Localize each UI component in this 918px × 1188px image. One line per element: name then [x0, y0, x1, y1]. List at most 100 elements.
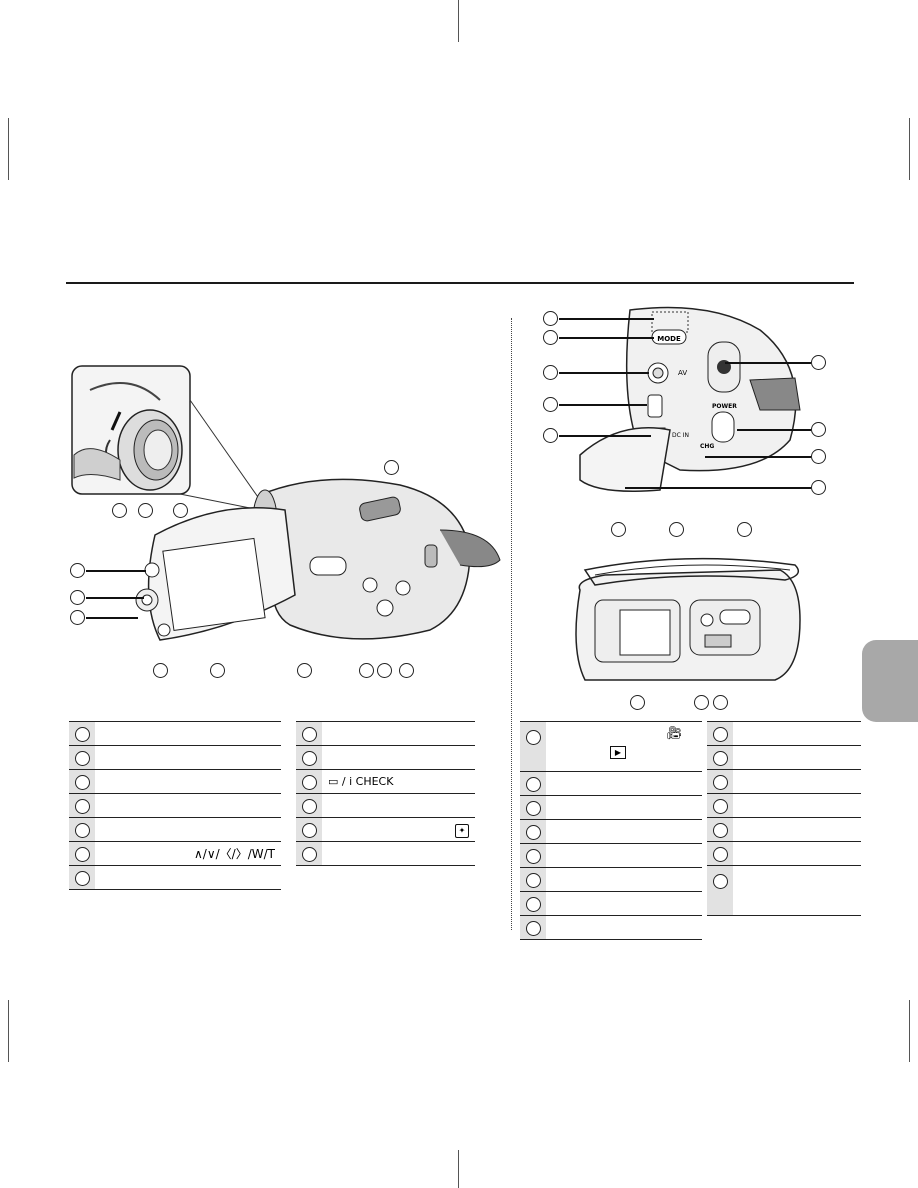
legend-row [520, 819, 702, 844]
number-circle [712, 775, 728, 790]
column-separator [511, 318, 512, 930]
svg-text:MODE: MODE [657, 335, 681, 343]
leader-side-18 [559, 435, 651, 437]
callout-side-21 [811, 449, 826, 464]
callout-13 [399, 663, 414, 678]
movie-icon: 🎥︎ [666, 725, 683, 741]
number-circle [301, 799, 317, 814]
callout-6 [70, 590, 85, 605]
callout-side-15 [543, 330, 558, 345]
number-circle [74, 775, 90, 790]
legend-text [733, 817, 861, 842]
legend-text [322, 841, 475, 866]
callout-side-20 [811, 422, 826, 437]
callout-11 [359, 663, 374, 678]
number-circle [74, 871, 90, 886]
legend-text [322, 721, 475, 746]
legend-text [546, 891, 702, 916]
legend-row [520, 795, 702, 820]
legend-table-right-a: 🎥︎ ▶ [520, 721, 702, 940]
crop-mark-top-left [8, 118, 9, 180]
display-check-glyph: ▭ / i CHECK [328, 775, 394, 788]
callout-bottom-28 [713, 695, 728, 710]
number-circle [712, 823, 728, 838]
callout-9 [210, 663, 225, 678]
svg-text:DC IN: DC IN [672, 432, 689, 439]
crop-mark-top-center [458, 0, 459, 42]
number-circle [301, 727, 317, 742]
number-circle [525, 897, 541, 912]
number-circle [525, 730, 541, 745]
direction-zoom-keys-glyph: ∧/∨/〈/〉/W/T [194, 847, 275, 861]
callout-side-19 [811, 355, 826, 370]
number-circle [712, 751, 728, 766]
legend-table-right-b [707, 721, 861, 916]
legend-text [95, 745, 281, 770]
callout-side-14 [543, 311, 558, 326]
callout-side-17 [543, 397, 558, 412]
callout-6-leader [86, 597, 144, 599]
leader-side-17 [559, 404, 647, 406]
legend-text [322, 745, 475, 770]
number-circle [74, 847, 90, 862]
legend-text [95, 769, 281, 794]
crop-mark-bottom-center [458, 1150, 459, 1188]
number-circle [712, 799, 728, 814]
camcorder-front-illustration [71, 365, 501, 641]
legend-row [520, 843, 702, 868]
legend-row [707, 841, 861, 866]
svg-text:AV: AV [678, 369, 687, 377]
crop-mark-top-right [909, 118, 910, 180]
leader-side-21 [705, 456, 811, 458]
callout-side-22 [811, 480, 826, 495]
callout-10 [297, 663, 312, 678]
number-circle [74, 727, 90, 742]
callout-bottom-23 [611, 522, 626, 537]
legend-row [69, 745, 281, 770]
number-circle [301, 775, 317, 790]
legend-text [546, 795, 702, 820]
legend-row [707, 721, 861, 746]
legend-text [95, 793, 281, 818]
legend-text [95, 817, 281, 842]
crop-mark-bottom-right [909, 1000, 910, 1062]
legend-row [707, 865, 861, 916]
crop-mark-bottom-left [8, 1000, 9, 1062]
number-circle [525, 873, 541, 888]
svg-text:CHG: CHG [700, 443, 714, 450]
legend-row [296, 841, 475, 866]
legend-text [733, 793, 861, 818]
number-circle [74, 799, 90, 814]
number-circle [74, 751, 90, 766]
callout-bottom-25 [737, 522, 752, 537]
legend-row [296, 793, 475, 818]
callout-2 [138, 503, 153, 518]
legend-row: ▭ / i CHECK [296, 769, 475, 794]
legend-row [69, 793, 281, 818]
legend-row: ∧/∨/〈/〉/W/T [69, 841, 281, 866]
number-circle [301, 823, 317, 838]
legend-row [707, 745, 861, 770]
legend-text [733, 865, 861, 916]
callout-8 [153, 663, 168, 678]
legend-text [733, 769, 861, 794]
camcorder-bottom-illustration [575, 557, 801, 681]
callout-5-leader [86, 570, 146, 572]
legend-row [707, 793, 861, 818]
legend-text [546, 771, 702, 796]
number-circle [525, 825, 541, 840]
legend-row [296, 721, 475, 746]
play-icon: ▶ [610, 745, 626, 759]
svg-text:POWER: POWER [712, 403, 737, 410]
number-circle [525, 849, 541, 864]
legend-text [322, 793, 475, 818]
legend-row [520, 915, 702, 940]
number-circle [712, 727, 728, 742]
header-rule [66, 282, 854, 284]
callout-5 [70, 563, 85, 578]
legend-row [520, 891, 702, 916]
number-circle [525, 777, 541, 792]
chapter-tab [862, 640, 918, 722]
callout-1 [112, 503, 127, 518]
legend-row: 🎥︎ ▶ [520, 721, 702, 772]
